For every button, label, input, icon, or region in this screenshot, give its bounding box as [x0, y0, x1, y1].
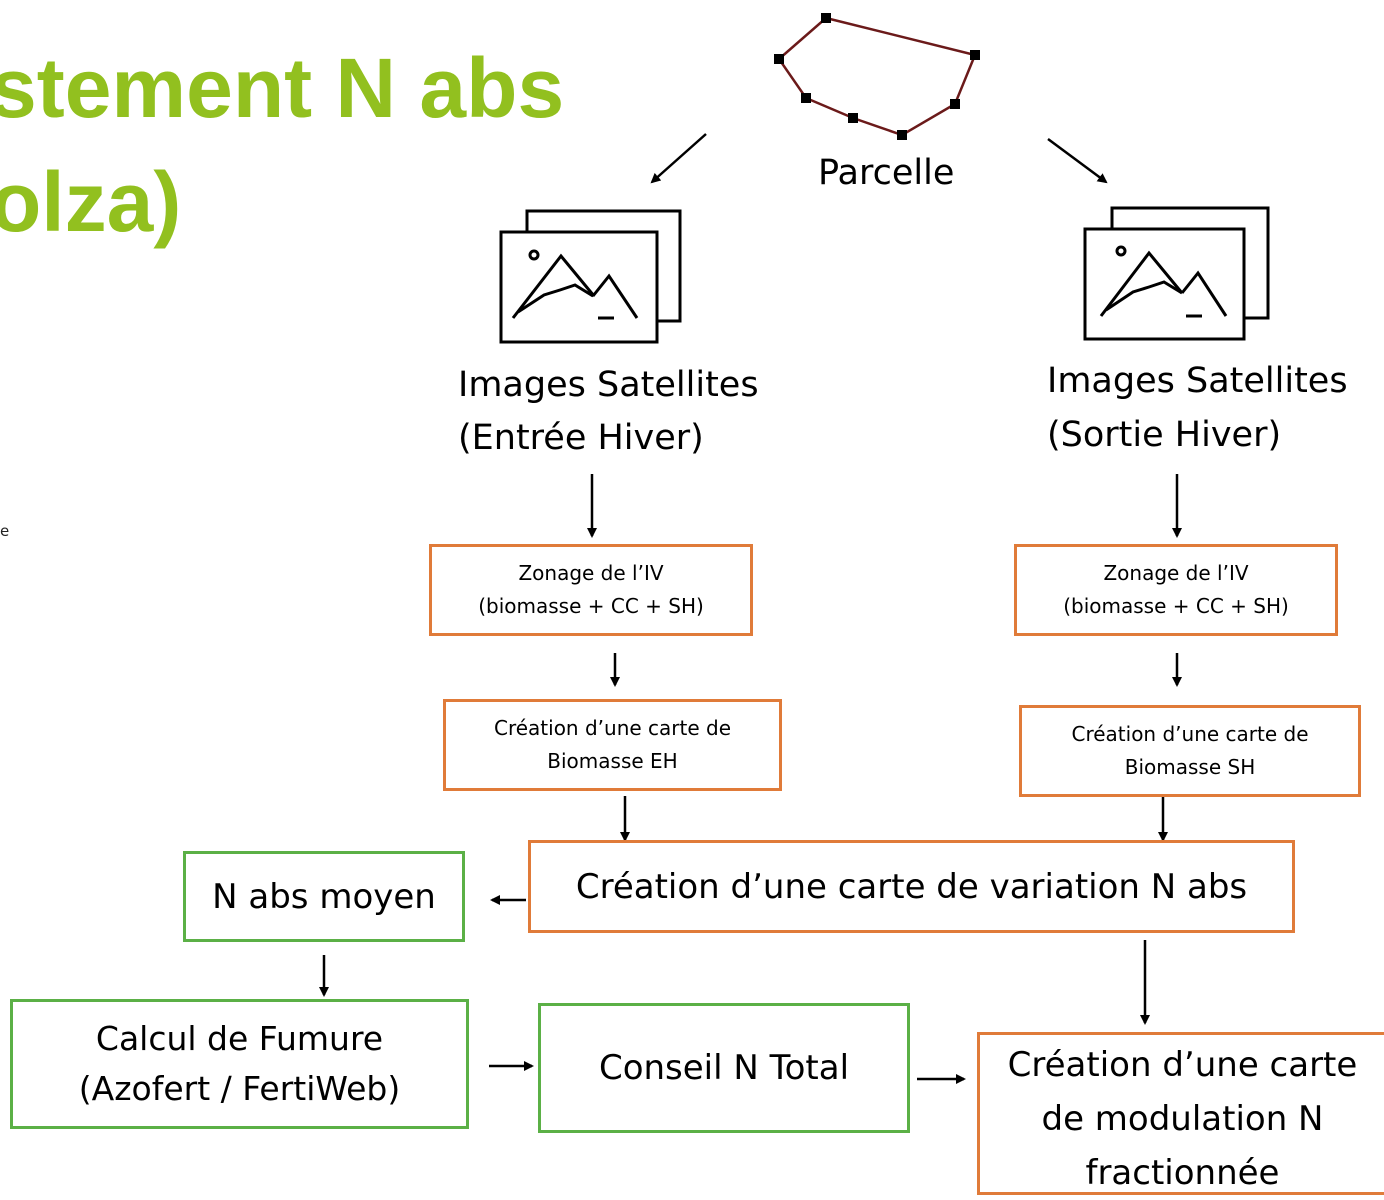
- conseil-label: Conseil N Total: [598, 1048, 850, 1088]
- title-line-2: olza): [0, 155, 182, 249]
- n-abs-moyen-box: N abs moyen: [183, 851, 465, 942]
- satellite-left-line-2: (Entrée Hiver): [458, 418, 704, 458]
- fumure-box: Calcul de Fumure (Azofert / FertiWeb): [10, 999, 469, 1129]
- zonage-left-line-1: Zonage de l’IV: [518, 561, 664, 585]
- cropped-text-fragment: e: [0, 522, 10, 540]
- title-line-1: stement N abs: [0, 41, 565, 135]
- biomass-eh-line-2: Biomasse EH: [547, 749, 678, 773]
- fumure-line-2: (Azofert / FertiWeb): [78, 1069, 401, 1108]
- arrow-parcel-to-left: [650, 133, 707, 184]
- flow-arrows: [319, 133, 1182, 1084]
- parcel-label: Parcelle: [818, 153, 955, 193]
- biomass-sh-line-2: Biomasse SH: [1124, 755, 1256, 779]
- biomass-sh-box: Création d’une carte de Biomasse SH: [1019, 705, 1361, 797]
- zonage-right-line-2: (biomasse + CC + SH): [1063, 594, 1289, 618]
- satellite-image-icon-right: [1083, 206, 1270, 341]
- conseil-box: Conseil N Total: [538, 1003, 910, 1133]
- variation-label: Création d’une carte de variation N abs: [575, 866, 1248, 907]
- modulation-line-1: Création d’une carte: [1007, 1045, 1358, 1085]
- zonage-right-line-1: Zonage de l’IV: [1103, 561, 1249, 585]
- fumure-line-1: Calcul de Fumure: [95, 1019, 384, 1058]
- biomass-eh-line-1: Création d’une carte de: [493, 716, 732, 740]
- satellite-right-line-1: Images Satellites: [1047, 361, 1348, 401]
- arrow-parcel-to-right: [1047, 137, 1108, 184]
- parcel-polygon-icon: [774, 13, 980, 140]
- zonage-left-line-2: (biomasse + CC + SH): [478, 594, 704, 618]
- modulation-box: Création d’une carte de modulation N fra…: [977, 1032, 1384, 1195]
- biomass-eh-box: Création d’une carte de Biomasse EH: [443, 699, 782, 791]
- satellite-right-line-2: (Sortie Hiver): [1047, 415, 1282, 455]
- satellite-left-line-1: Images Satellites: [458, 365, 759, 405]
- modulation-line-2: de modulation N: [1041, 1099, 1324, 1139]
- biomass-sh-line-1: Création d’une carte de: [1071, 722, 1309, 746]
- n-abs-moyen-label: N abs moyen: [212, 876, 436, 917]
- variation-box: Création d’une carte de variation N abs: [528, 840, 1295, 933]
- modulation-line-3: fractionnée: [1085, 1153, 1280, 1193]
- satellite-image-icon-left: [499, 209, 682, 344]
- zonage-box-left: Zonage de l’IV (biomasse + CC + SH): [429, 544, 753, 636]
- zonage-box-right: Zonage de l’IV (biomasse + CC + SH): [1014, 544, 1338, 636]
